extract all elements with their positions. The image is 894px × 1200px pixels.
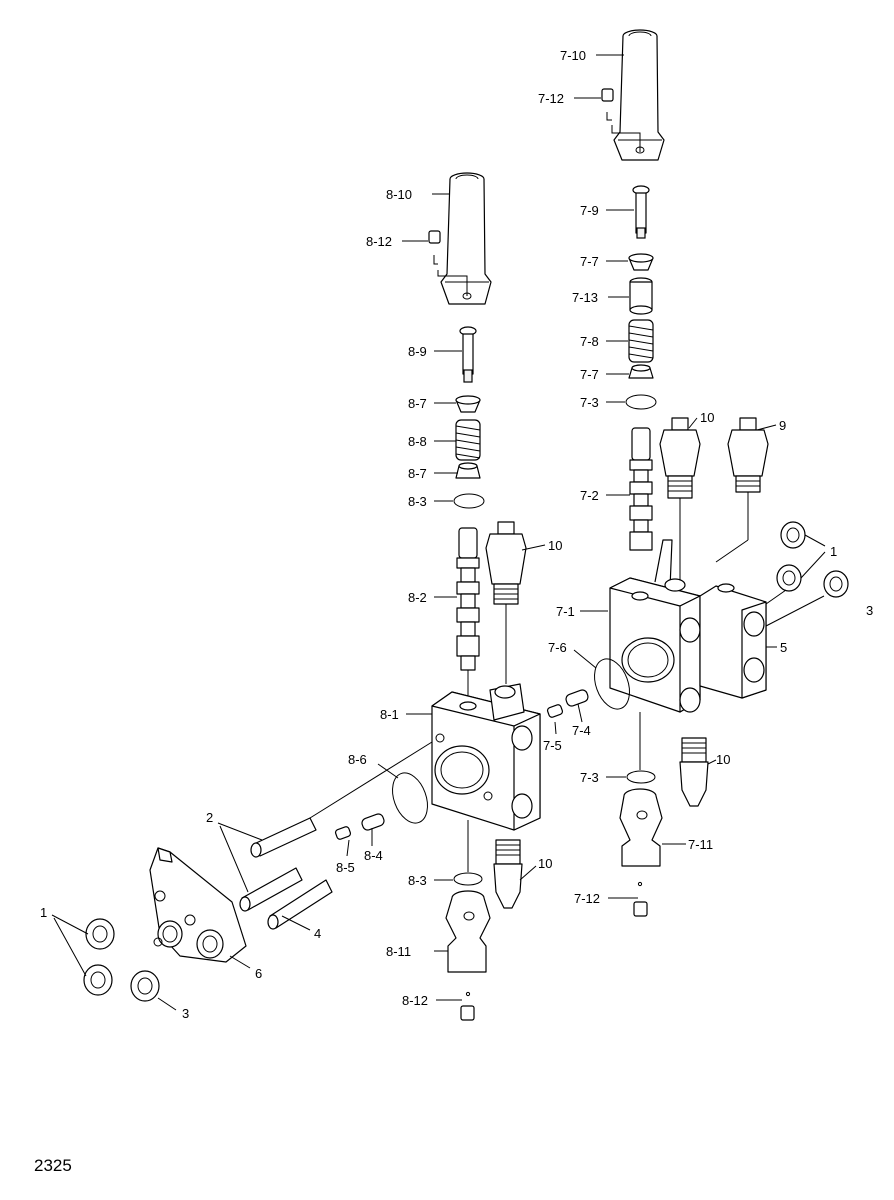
part-7-6-o-ring-large: [594, 658, 630, 710]
callout-6: 6: [255, 966, 262, 981]
part-7-11-end-cap: [619, 788, 663, 867]
part-7-13-sleeve: [629, 277, 653, 315]
callout-7-12: 7-12: [538, 91, 564, 106]
callout-3: 3: [182, 1006, 189, 1021]
part-10-relief-valve-c: [485, 521, 527, 605]
callout-8-3: 8-3: [408, 494, 427, 509]
callout-8-12: 8-12: [366, 234, 392, 249]
part-3-fitting-right: [823, 570, 849, 598]
part-8-7-retainer-lower: [455, 462, 481, 479]
callout-8-1: 8-1: [380, 707, 399, 722]
part-8-2-spool: [456, 527, 480, 671]
part-8-9-rod: [459, 326, 477, 383]
callout-7-7: 7-7: [580, 367, 599, 382]
part-8-12-screw-top: [428, 230, 468, 296]
callout-7-5: 7-5: [543, 738, 562, 753]
callout-10: 10: [716, 752, 730, 767]
callout-7-3: 7-3: [580, 395, 599, 410]
callout-8-6: 8-6: [348, 752, 367, 767]
callout-10: 10: [548, 538, 562, 553]
part-7-3-o-ring-upper: [625, 394, 657, 410]
part-4-stud: [267, 879, 333, 930]
part-8-5-spring: [334, 826, 352, 840]
callout-7-11: 7-11: [688, 837, 713, 852]
part-7-1-valve-block: [609, 539, 701, 713]
callout-8-11: 8-11: [386, 944, 411, 959]
part-8-1-valve-block: [431, 683, 541, 831]
part-8-3-o-ring-lower: [453, 872, 483, 886]
part-7-7-retainer-lower: [628, 364, 654, 379]
part-7-10-cap: [613, 29, 665, 161]
callout-8-8: 8-8: [408, 434, 427, 449]
callout-7-12: 7-12: [574, 891, 600, 906]
callout-7-1: 7-1: [556, 604, 575, 619]
callout-8-3: 8-3: [408, 873, 427, 888]
part-10-relief-valve-d: [493, 839, 523, 909]
callout-8-12: 8-12: [402, 993, 428, 1008]
part-7-8-spring: [628, 319, 654, 363]
callout-7-3: 7-3: [580, 770, 599, 785]
part-8-11-end-cap: [445, 890, 491, 973]
part-7-3-o-ring-lower: [626, 770, 656, 784]
callout-7-2: 7-2: [580, 488, 599, 503]
part-8-4-plug: [361, 813, 385, 831]
part-3-fitting-left: [130, 970, 160, 1002]
part-5-valve-block: [699, 583, 767, 699]
callout-7-8: 7-8: [580, 334, 599, 349]
callout-leaders: [51, 54, 777, 1011]
part-7-2-spool: [629, 427, 653, 551]
part-8-12-screw-bottom: [460, 991, 475, 1021]
callout-10: 10: [700, 410, 714, 425]
part-10-relief-valve-a: [659, 417, 701, 499]
callout-7-7: 7-7: [580, 254, 599, 269]
callout-10: 10: [538, 856, 552, 871]
callout-1: 1: [40, 905, 47, 920]
callout-7-4: 7-4: [572, 723, 591, 738]
callout-7-13: 7-13: [572, 290, 598, 305]
part-2-stud-upper: [250, 741, 433, 858]
callout-7-10: 7-10: [560, 48, 586, 63]
callout-8-7: 8-7: [408, 466, 427, 481]
part-9-relief-valve: [727, 417, 769, 493]
part-7-9-rod: [632, 185, 650, 239]
callout-8-10: 8-10: [386, 187, 412, 202]
callout-8-9: 8-9: [408, 344, 427, 359]
part-8-3-o-ring-upper: [453, 493, 485, 509]
callout-3: 3: [866, 603, 873, 618]
part-6-cover-flange: [149, 847, 247, 963]
part-1-fittings-right: [776, 521, 806, 592]
part-8-7-retainer-upper: [455, 395, 481, 413]
part-8-6-o-ring-large: [392, 772, 428, 824]
callout-1: 1: [830, 544, 837, 559]
part-8-8-spring: [455, 419, 481, 461]
part-10-relief-valve-b: [679, 737, 709, 807]
callout-7-6: 7-6: [548, 640, 567, 655]
callout-9: 9: [779, 418, 786, 433]
callout-8-5: 8-5: [336, 860, 355, 875]
callout-2: 2: [206, 810, 213, 825]
callout-8-7: 8-7: [408, 396, 427, 411]
part-7-12-screw-top: [601, 88, 641, 152]
part-8-10-cap: [440, 172, 492, 305]
part-7-7-retainer-upper: [628, 253, 654, 271]
callout-7-9: 7-9: [580, 203, 599, 218]
figure-number: 2325: [34, 1156, 72, 1175]
callout-5: 5: [780, 640, 787, 655]
callout-4: 4: [314, 926, 321, 941]
part-1-fittings-left: [83, 918, 115, 996]
part-7-5-spring: [546, 704, 564, 718]
part-7-12-screw-bottom: [633, 881, 648, 917]
callout-8-4: 8-4: [364, 848, 383, 863]
part-2-stud-lower: [239, 867, 303, 912]
callout-8-2: 8-2: [408, 590, 427, 605]
part-7-4-plug: [565, 689, 589, 707]
